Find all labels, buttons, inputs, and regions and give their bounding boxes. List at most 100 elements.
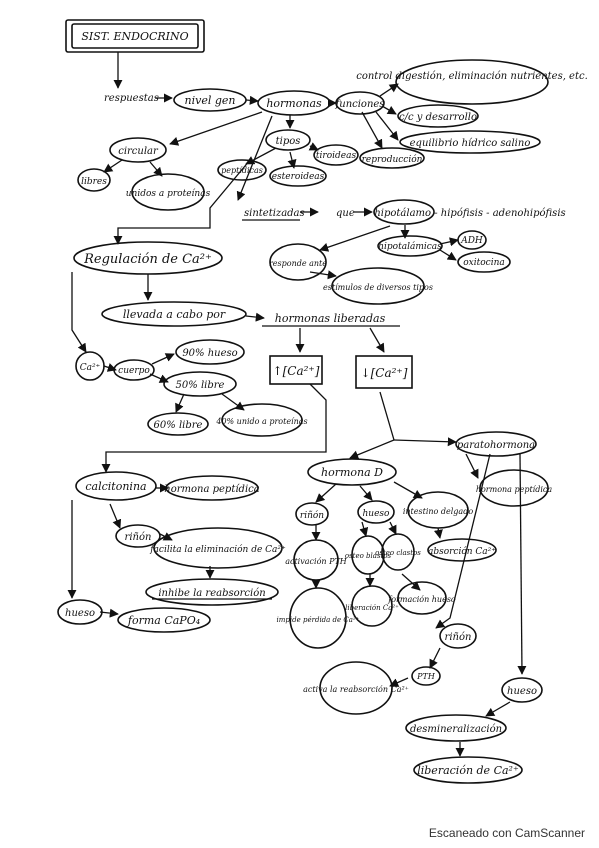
svg-text:forma CaPO₄: forma CaPO₄	[127, 614, 200, 627]
node-crecimiento: c/c y desarrollo	[397, 104, 479, 128]
svg-text:formación hueso: formación hueso	[387, 595, 456, 604]
svg-text:↓[Ca²⁺]: ↓[Ca²⁺]	[361, 366, 408, 380]
node-facilita: facilita la eliminación de Ca²⁺	[149, 527, 286, 569]
node-funciones: funciones	[335, 91, 385, 115]
node-nivel-gen: nivel gen	[173, 88, 247, 112]
node-hormona-peptidica-2: hormona peptídica	[476, 469, 552, 507]
node-pct-unido: 40% unido a proteínas	[215, 403, 308, 437]
svg-text:90% hueso: 90% hueso	[182, 348, 237, 359]
control-text: control digestión, eliminación nutriente…	[356, 71, 588, 82]
node-adh: ADH	[457, 230, 487, 250]
svg-text:PTH: PTH	[416, 672, 436, 681]
node-hormonas: hormonas	[257, 90, 331, 116]
svg-text:ADH: ADH	[460, 236, 483, 246]
node-forma: forma CaPO₄	[117, 607, 211, 633]
svg-text:hueso: hueso	[507, 686, 537, 697]
node-sol-libre: 60% libre	[147, 412, 209, 436]
node-liberacion-1: liberación Ca²⁺	[345, 585, 399, 627]
node-control: control digestión, eliminación nutriente…	[356, 59, 588, 105]
svg-text:hormona D: hormona D	[321, 466, 383, 479]
node-regulacion: Regulación de Ca²⁺	[73, 241, 223, 275]
svg-text:activación PTH: activación PTH	[285, 557, 348, 566]
svg-text:facilita la eliminación de Ca²: facilita la eliminación de Ca²⁺	[149, 544, 286, 555]
node-liberacion-2: liberación de Ca²⁺	[413, 756, 523, 784]
svg-text:unidos a proteínas: unidos a proteínas	[126, 188, 211, 199]
node-cuerpo: cuerpo	[113, 359, 155, 381]
node-inhibe: inhibe la reabsorción	[145, 578, 279, 606]
title-text: SIST. ENDOCRINO	[81, 30, 188, 43]
node-tiroideas: tiroideas	[313, 144, 359, 166]
node-title: SIST. ENDOCRINO	[65, 19, 205, 53]
node-hormona-peptidica-1: hormona peptídica	[164, 475, 260, 501]
node-llevada-cabo: llevada a cabo por	[101, 301, 247, 327]
svg-text:60% libre: 60% libre	[154, 420, 203, 431]
svg-text:absorción Ca²⁺: absorción Ca²⁺	[428, 546, 496, 557]
svg-text:tipos: tipos	[276, 136, 301, 147]
svg-text:llevada a cabo por: llevada a cabo por	[123, 308, 226, 321]
node-rinon-3: riñón	[439, 623, 477, 649]
svg-text:riñón: riñón	[125, 532, 152, 543]
svg-text:tiroideas: tiroideas	[316, 151, 357, 161]
svg-text:impide pérdida de Ca²⁺: impide pérdida de Ca²⁺	[277, 616, 360, 624]
svg-text:hormonas: hormonas	[266, 97, 322, 110]
svg-text:circular: circular	[118, 146, 159, 157]
svg-text:calcitonina: calcitonina	[85, 480, 146, 493]
node-estimulos: estímulos de diversos tipos	[323, 267, 433, 305]
node-hipotalamo: hipotálamo - hipófisis - adenohipófisis	[373, 199, 566, 225]
svg-text:libres: libres	[81, 177, 107, 187]
svg-text:Ca²⁺: Ca²⁺	[80, 363, 101, 373]
svg-text:Regulación de Ca²⁺: Regulación de Ca²⁺	[83, 252, 212, 267]
node-hueso-3: hueso	[501, 677, 543, 703]
node-ca-alto: ↑[Ca²⁺]	[269, 355, 323, 385]
svg-text:esteroideas: esteroideas	[272, 172, 325, 182]
node-reproduccion: reproducción	[359, 147, 425, 169]
node-ca-bajo: ↓[Ca²⁺]	[355, 355, 413, 389]
svg-text:estímulos de diversos tipos: estímulos de diversos tipos	[323, 283, 433, 292]
label-respuestas: respuestas	[104, 93, 159, 104]
svg-text:riñón: riñón	[445, 632, 472, 643]
svg-text:osteo clastos: osteo clastos	[375, 549, 421, 557]
svg-text:hormona peptídica: hormona peptídica	[164, 484, 259, 495]
edges	[67, 52, 527, 757]
svg-text:liberación Ca²⁺: liberación Ca²⁺	[345, 604, 399, 612]
node-ca: Ca²⁺	[75, 351, 105, 381]
svg-text:desmineralización: desmineralización	[410, 724, 502, 735]
node-osteoclastos: osteo clastos	[375, 533, 421, 571]
svg-text:hipotálamo - hipófisis - adeno: hipotálamo - hipófisis - adenohipófisis	[374, 208, 565, 219]
label-sintetizadas: sintetizadas	[244, 208, 305, 219]
node-formacion: formación hueso	[387, 581, 456, 615]
svg-text:↑[Ca²⁺]: ↑[Ca²⁺]	[273, 364, 320, 378]
svg-text:inhibe la reabsorción: inhibe la reabsorción	[158, 588, 265, 599]
node-activacion-pth: activación PTH	[285, 539, 348, 581]
node-tipos: tipos	[265, 129, 311, 151]
svg-text:liberación de Ca²⁺: liberación de Ca²⁺	[417, 764, 519, 777]
svg-text:oxitocina: oxitocina	[463, 258, 505, 268]
node-circular: circular	[109, 137, 167, 163]
svg-text:activa la reabsorción Ca²⁺: activa la reabsorción Ca²⁺	[303, 685, 409, 694]
svg-text:reproducción: reproducción	[362, 154, 423, 165]
svg-text:intestino delgado: intestino delgado	[403, 507, 473, 516]
node-equilibrio: equilibrio hídrico salino	[399, 130, 541, 154]
node-calcitonina: calcitonina	[75, 471, 157, 501]
node-absorcion: absorción Ca²⁺	[427, 538, 497, 562]
node-pct-hueso: 90% hueso	[175, 339, 245, 365]
node-unidos-proteinas: unidos a proteínas	[126, 173, 211, 211]
svg-text:osteo blastos: osteo blastos	[345, 552, 392, 560]
svg-text:50% libre: 50% libre	[176, 380, 225, 391]
node-oxitocina: oxitocina	[457, 251, 511, 273]
node-esteroideas: esteroideas	[269, 165, 327, 187]
node-responde-ante: responde ante	[269, 243, 327, 281]
node-desmineralizacion: desmineralización	[405, 714, 507, 742]
node-activa: activa la reabsorción Ca²⁺	[303, 661, 409, 715]
node-pct-libre: 50% libre	[163, 371, 237, 397]
node-impide: impide pérdida de Ca²⁺	[277, 587, 360, 649]
svg-text:peptídicas: peptídicas	[221, 166, 263, 175]
node-peptidicas: peptídicas	[217, 159, 267, 181]
node-hueso-2: hueso	[357, 500, 395, 524]
label-que: que	[336, 208, 355, 219]
svg-text:hormonas liberadas: hormonas liberadas	[275, 312, 386, 325]
node-rinon-1: riñón	[115, 524, 161, 548]
node-hormonas-liberadas: hormonas liberadas	[262, 312, 400, 327]
node-libres: libres	[77, 168, 111, 192]
svg-text:riñón: riñón	[300, 510, 324, 521]
